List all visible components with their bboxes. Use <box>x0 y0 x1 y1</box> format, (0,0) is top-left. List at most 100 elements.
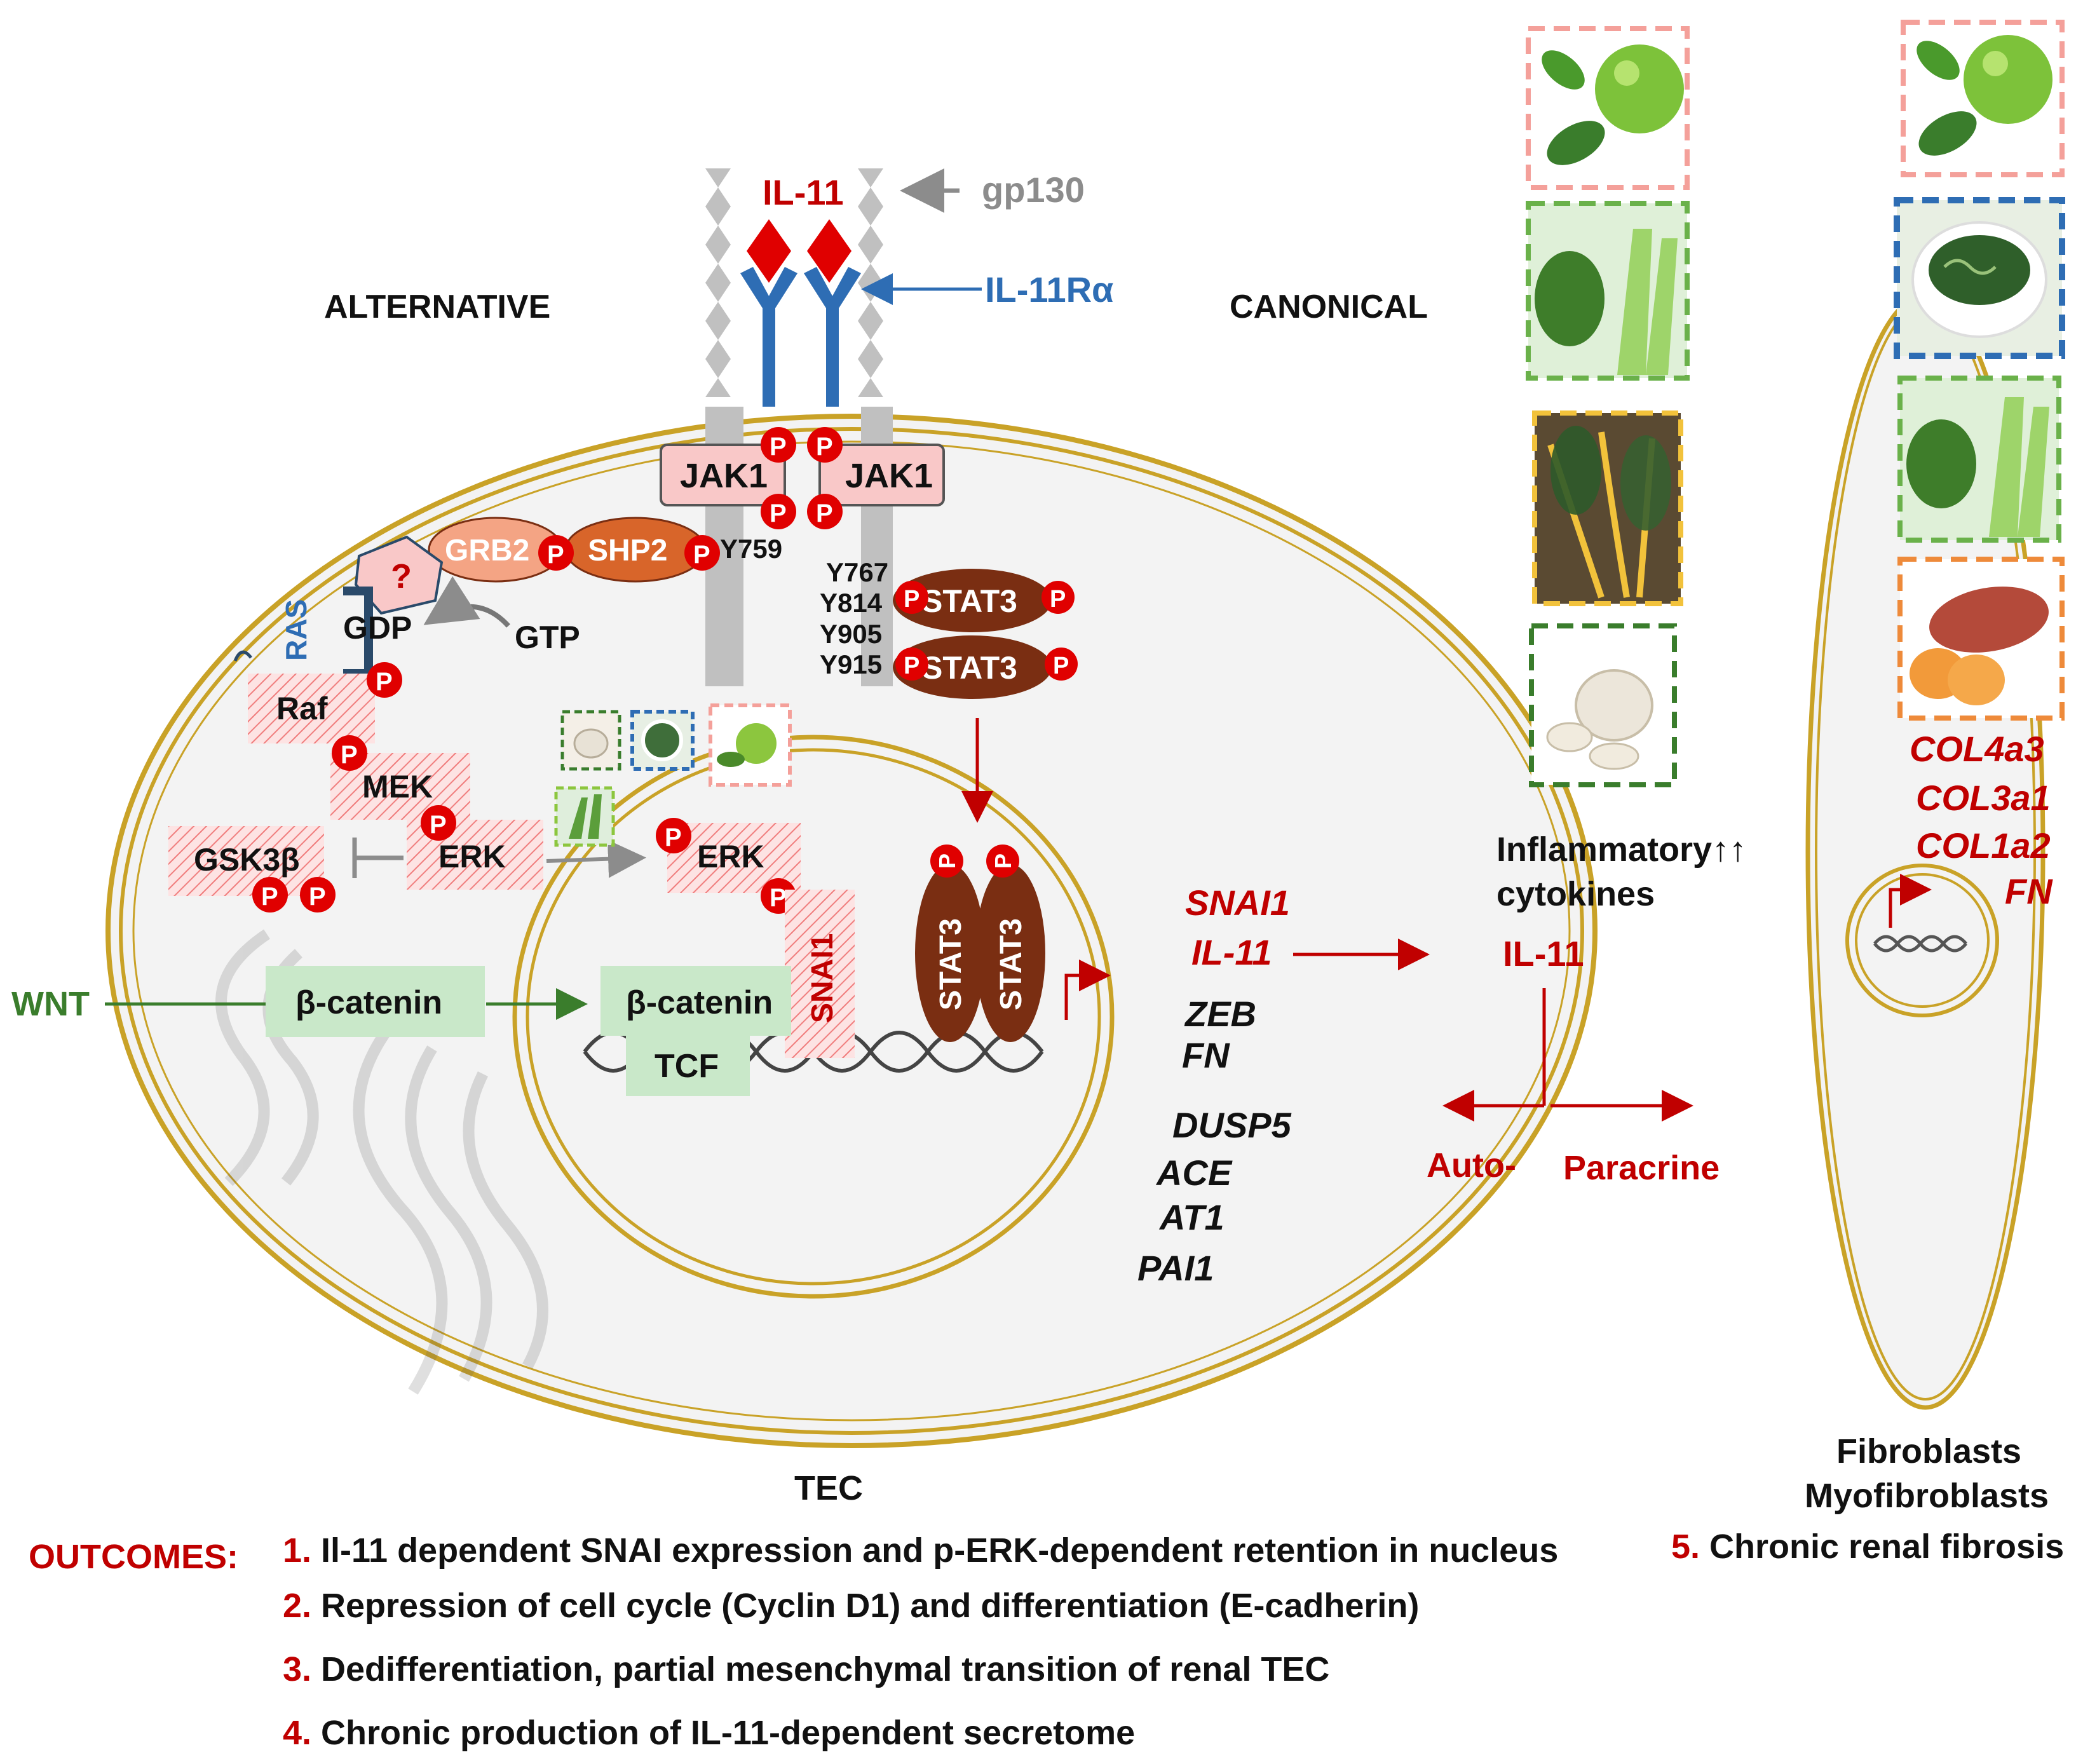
auto-label: Auto- <box>1427 1146 1516 1184</box>
stat3-cytoplasm-1: STAT3 P P <box>893 569 1075 632</box>
fibro-gene: COL1a2 <box>1916 825 2051 865</box>
unknown-adaptor: ? <box>354 535 444 615</box>
target-gene: IL-11 <box>1191 932 1272 972</box>
svg-text:MEK: MEK <box>362 769 433 804</box>
svg-text:ERK: ERK <box>697 839 764 874</box>
canonical-label: CANONICAL <box>1230 288 1428 325</box>
target-gene: PAI1 <box>1137 1248 1214 1288</box>
outcome-item-1: 1. Il-11 dependent SNAI expression and p… <box>283 1531 1558 1570</box>
il11ra-receptor-left <box>740 267 797 407</box>
target-gene: AT1 <box>1158 1197 1225 1237</box>
target-gene: FN <box>1182 1035 1230 1075</box>
seaweed-image <box>1894 197 2065 359</box>
svg-text:P: P <box>816 499 833 527</box>
target-gene: ZEB <box>1184 994 1256 1034</box>
svg-text:Repression of cell cycle (Cycl: Repression of cell cycle (Cyclin D1) and… <box>321 1587 1419 1625</box>
svg-text:P: P <box>665 824 682 851</box>
svg-text:Chronic production of IL-11-d: Chronic production of IL-11-dependent se… <box>321 1714 1135 1752</box>
svg-text:P: P <box>261 883 278 911</box>
fibro-gene: COL4a3 <box>1910 729 2044 769</box>
phospho-dots-jak: P P P P <box>761 427 843 529</box>
svg-text:GSK3β: GSK3β <box>194 842 300 878</box>
food-icons-cluster <box>554 703 792 847</box>
il11ra-receptor-right <box>804 267 861 407</box>
wnt-label: WNT <box>11 985 90 1023</box>
mek: MEK P <box>330 735 470 820</box>
svg-text:SNAI1: SNAI1 <box>806 933 839 1023</box>
svg-text:RAS: RAS <box>280 599 313 661</box>
il11-secreted-label: IL-11 <box>1503 933 1584 974</box>
stat3-dimer-nucleus: STAT3 STAT3 P P <box>915 845 1045 1042</box>
svg-text:P: P <box>1050 586 1066 613</box>
svg-text:P: P <box>816 433 833 461</box>
svg-text:?: ? <box>391 557 412 595</box>
celery-image-fibro <box>1897 376 2061 543</box>
svg-text:P: P <box>376 668 393 696</box>
erk-translocation-arrow <box>546 839 646 878</box>
svg-text:STAT3: STAT3 <box>921 583 1017 619</box>
y814-label: Y814 <box>820 588 883 618</box>
svg-text:β-catenin: β-catenin <box>295 984 442 1021</box>
tec-label: TEC <box>794 1469 863 1507</box>
alternative-label: ALTERNATIVE <box>324 288 550 325</box>
target-gene: DUSP5 <box>1172 1105 1292 1145</box>
gsk3b: GSK3β P P <box>168 826 336 913</box>
svg-text:β-catenin: β-catenin <box>626 984 773 1021</box>
svg-text:JAK1: JAK1 <box>680 457 768 495</box>
svg-text:Dedifferentiation, partial mes: Dedifferentiation, partial mesenchymal t… <box>321 1650 1329 1688</box>
svg-text:STAT3: STAT3 <box>921 650 1017 686</box>
svg-text:STAT3: STAT3 <box>934 918 968 1010</box>
tcf: TCF <box>626 1036 750 1096</box>
y915-label: Y915 <box>820 649 882 679</box>
shp2: SHP2 P <box>564 517 720 583</box>
svg-text:3.: 3. <box>283 1650 311 1688</box>
fibroblasts-label: Fibroblasts <box>1836 1432 2021 1470</box>
sweet-potato-image <box>1897 557 2065 721</box>
erk-cytoplasm: ERK P <box>407 805 543 890</box>
gp130-receptor-left <box>705 168 743 686</box>
y759-label: Y759 <box>720 534 782 564</box>
outcomes-title: OUTCOMES: <box>29 1538 238 1576</box>
il11-ligand-left <box>747 219 791 283</box>
gtp-label: GTP <box>515 620 580 655</box>
garlic-image <box>1529 623 1677 787</box>
svg-text:4.: 4. <box>283 1714 311 1752</box>
cytokines-label: cytokines <box>1496 875 1655 913</box>
snai1-nuclear: SNAI1 <box>785 890 855 1058</box>
transcription-start-arrow <box>1064 960 1111 1020</box>
svg-text:2.: 2. <box>283 1587 311 1625</box>
svg-text:1.: 1. <box>283 1531 311 1570</box>
jak1-left: JAK1 <box>660 444 786 506</box>
svg-text:P: P <box>990 853 1016 869</box>
outcome-item-5: 5. Chronic renal fibrosis <box>1671 1528 2064 1566</box>
erk-nucleus: ERK P P <box>656 818 801 914</box>
lime-image <box>1526 26 1690 190</box>
svg-text:STAT3: STAT3 <box>994 918 1028 1010</box>
fibroblast-nucleus <box>1845 864 1999 1017</box>
svg-text:SHP2: SHP2 <box>588 534 667 567</box>
svg-text:Raf: Raf <box>276 691 328 726</box>
target-gene: SNAI1 <box>1185 883 1290 923</box>
svg-text:P: P <box>904 586 919 613</box>
svg-text:P: P <box>770 884 787 912</box>
y767-label: Y767 <box>826 557 888 587</box>
svg-text:Chronic renal fibrosis: Chronic renal fibrosis <box>1709 1528 2064 1566</box>
svg-text:P: P <box>904 653 919 679</box>
myofibroblasts-label: Myofibroblasts <box>1805 1477 2049 1515</box>
svg-text:P: P <box>934 853 960 869</box>
svg-text:ERK: ERK <box>438 839 506 874</box>
paracrine-label: Paracrine <box>1563 1149 1720 1187</box>
lime-image-fibro <box>1901 20 2065 177</box>
svg-text:P: P <box>309 883 326 911</box>
beta-catenin-nucleus: β-catenin <box>600 966 791 1036</box>
svg-text:P: P <box>693 541 710 569</box>
fibro-gene: COL3a1 <box>1916 778 2051 818</box>
er-background <box>215 929 548 1395</box>
svg-text:JAK1: JAK1 <box>845 457 933 495</box>
raf: Raf P <box>248 662 402 743</box>
il11-label: IL-11 <box>763 172 844 212</box>
